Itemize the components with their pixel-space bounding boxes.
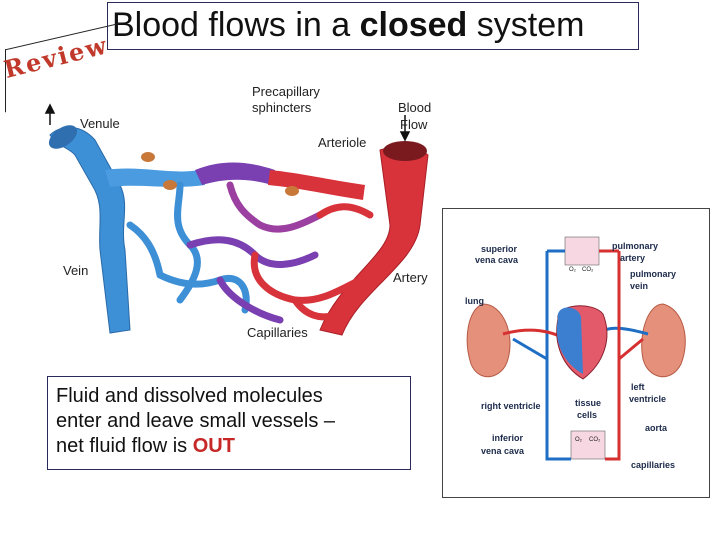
vena-cava-2-label: vena cava (481, 446, 525, 456)
flow-label: Flow (400, 117, 428, 132)
arteriole-label: Arteriole (318, 135, 367, 150)
right-lung (641, 303, 686, 378)
artery-label: Artery (393, 270, 428, 285)
flow-arrows (44, 103, 411, 142)
ventricle-label: ventricle (629, 394, 667, 404)
lung-label: lung (465, 296, 484, 306)
slide-title: Blood flows in a closed system (112, 6, 585, 44)
arteriole-shape (268, 170, 365, 200)
note-line-3: net fluid flow is OUT (56, 435, 235, 457)
note-frame (47, 376, 411, 470)
sphincters-label: sphincters (252, 100, 312, 115)
cells-label: cells (577, 410, 598, 420)
capillary-network (126, 181, 374, 324)
o2-top: O₂ (569, 267, 577, 273)
vena-cava-label: vena cava (475, 255, 519, 265)
left-lung (466, 303, 511, 378)
fluid-note: Fluid and dissolved molecules enter and … (56, 384, 406, 459)
blood-vessel-diagram (44, 103, 429, 336)
pulmonary-artery-label-2: artery (620, 253, 646, 263)
note-line-2: enter and leave small vessels – (56, 410, 336, 432)
inferior-label: inferior (492, 433, 524, 443)
aorta-label: aorta (645, 423, 668, 433)
pulmonary-artery-label-1: pulmonary (612, 241, 659, 251)
capillaries-label: Capillaries (247, 325, 308, 340)
vein-label: Vein (63, 263, 89, 278)
mixed-vessel (195, 162, 275, 185)
o2-bottom: O₂ (575, 437, 583, 443)
capillaries-label-2: capillaries (631, 460, 676, 470)
tissue-label: tissue (575, 398, 602, 408)
co2-top: CO₂ (582, 267, 594, 273)
artery-opening (383, 141, 427, 161)
pulmonary-vein-label-1: pulmonary (630, 269, 677, 279)
note-line-1: Fluid and dissolved molecules (56, 385, 323, 407)
co2-bottom: CO₂ (589, 437, 601, 443)
circulation-diagram: O₂ CO₂ O₂ CO₂ (466, 236, 686, 461)
right-heart (556, 307, 583, 374)
lower-capillary-bed (570, 430, 606, 460)
pulmonary-vein-label-2: vein (630, 281, 649, 291)
venule-label: Venule (80, 116, 120, 131)
venule-shape (105, 168, 205, 187)
upper-capillary-bed (564, 236, 600, 266)
venule-opening (48, 125, 78, 149)
superior-label: superior (481, 244, 518, 254)
precapillary-sphincters (141, 152, 299, 196)
blood-label: Blood (398, 100, 432, 115)
vein-shape (49, 126, 131, 334)
left-label: left (631, 382, 645, 392)
precapillary-label: Precapillary (252, 84, 320, 99)
artery-shape (319, 146, 429, 336)
right-ventricle-label: right ventricle (481, 401, 541, 411)
out-emphasis: OUT (192, 435, 235, 457)
title-frame (107, 2, 639, 50)
